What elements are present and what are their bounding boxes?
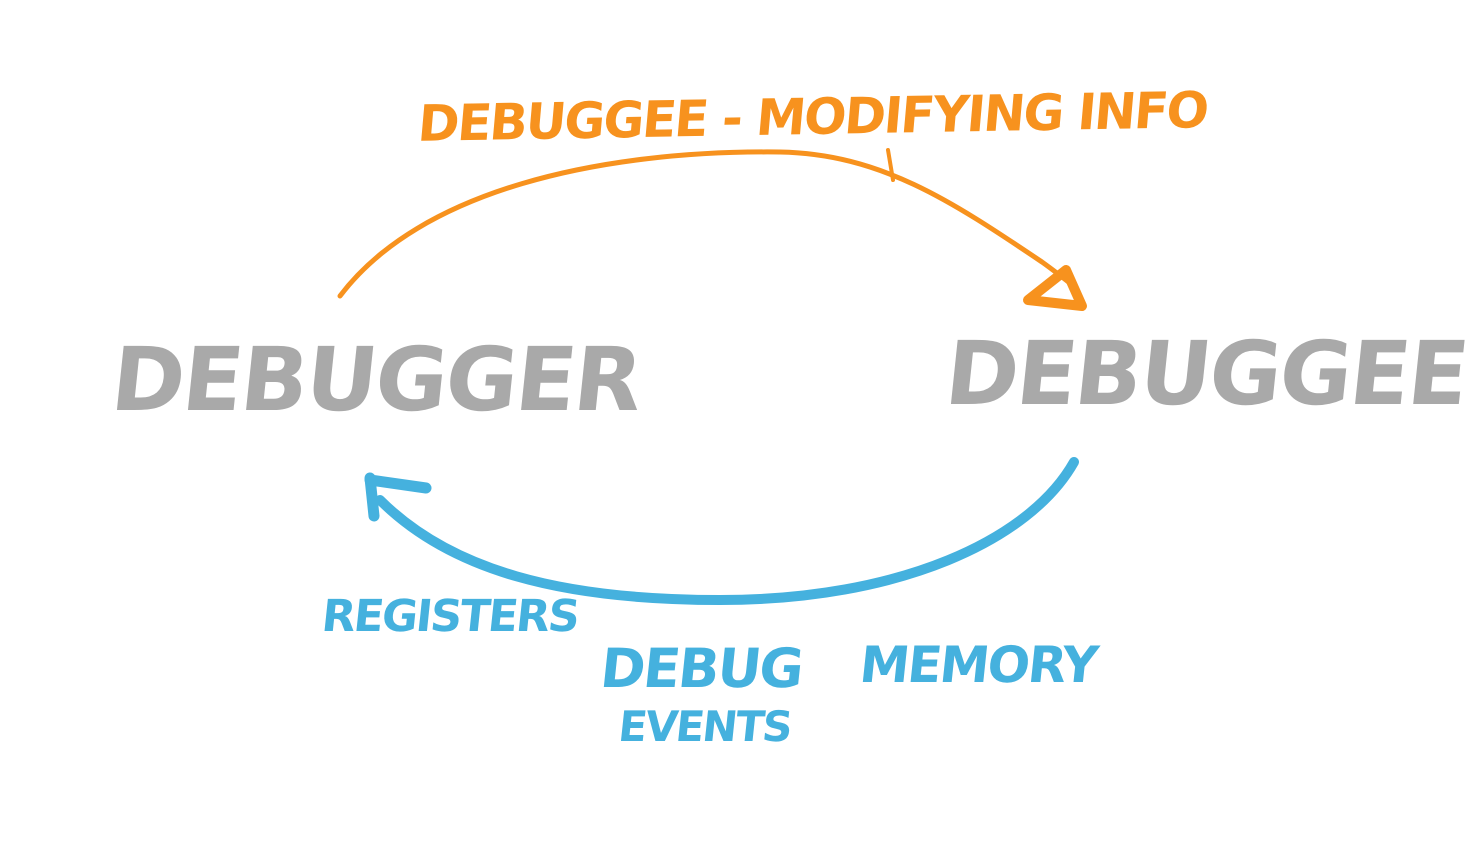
bottom-arrow — [364, 457, 1079, 606]
events-label-line: Events — [616, 702, 794, 751]
memory-label: Memory — [856, 636, 1100, 694]
top-arrow — [337, 148, 1087, 311]
top-arrow-curve — [337, 149, 1079, 299]
debugger-node-label: Debugger — [106, 328, 646, 431]
bottom-arrow-head — [364, 472, 432, 522]
registers-label: Registers — [319, 591, 581, 642]
debug-label-line: Debug — [597, 637, 806, 700]
top-arrow-label: Debuggee - Modifying Info — [415, 81, 1210, 153]
debuggee-node-label: Debuggee — [940, 322, 1472, 425]
bottom-arrow-curve — [375, 457, 1079, 606]
debug-events-label: Debug Events — [592, 637, 806, 751]
top-arrow-head — [1023, 265, 1087, 311]
top-arrow-tick — [886, 148, 895, 182]
